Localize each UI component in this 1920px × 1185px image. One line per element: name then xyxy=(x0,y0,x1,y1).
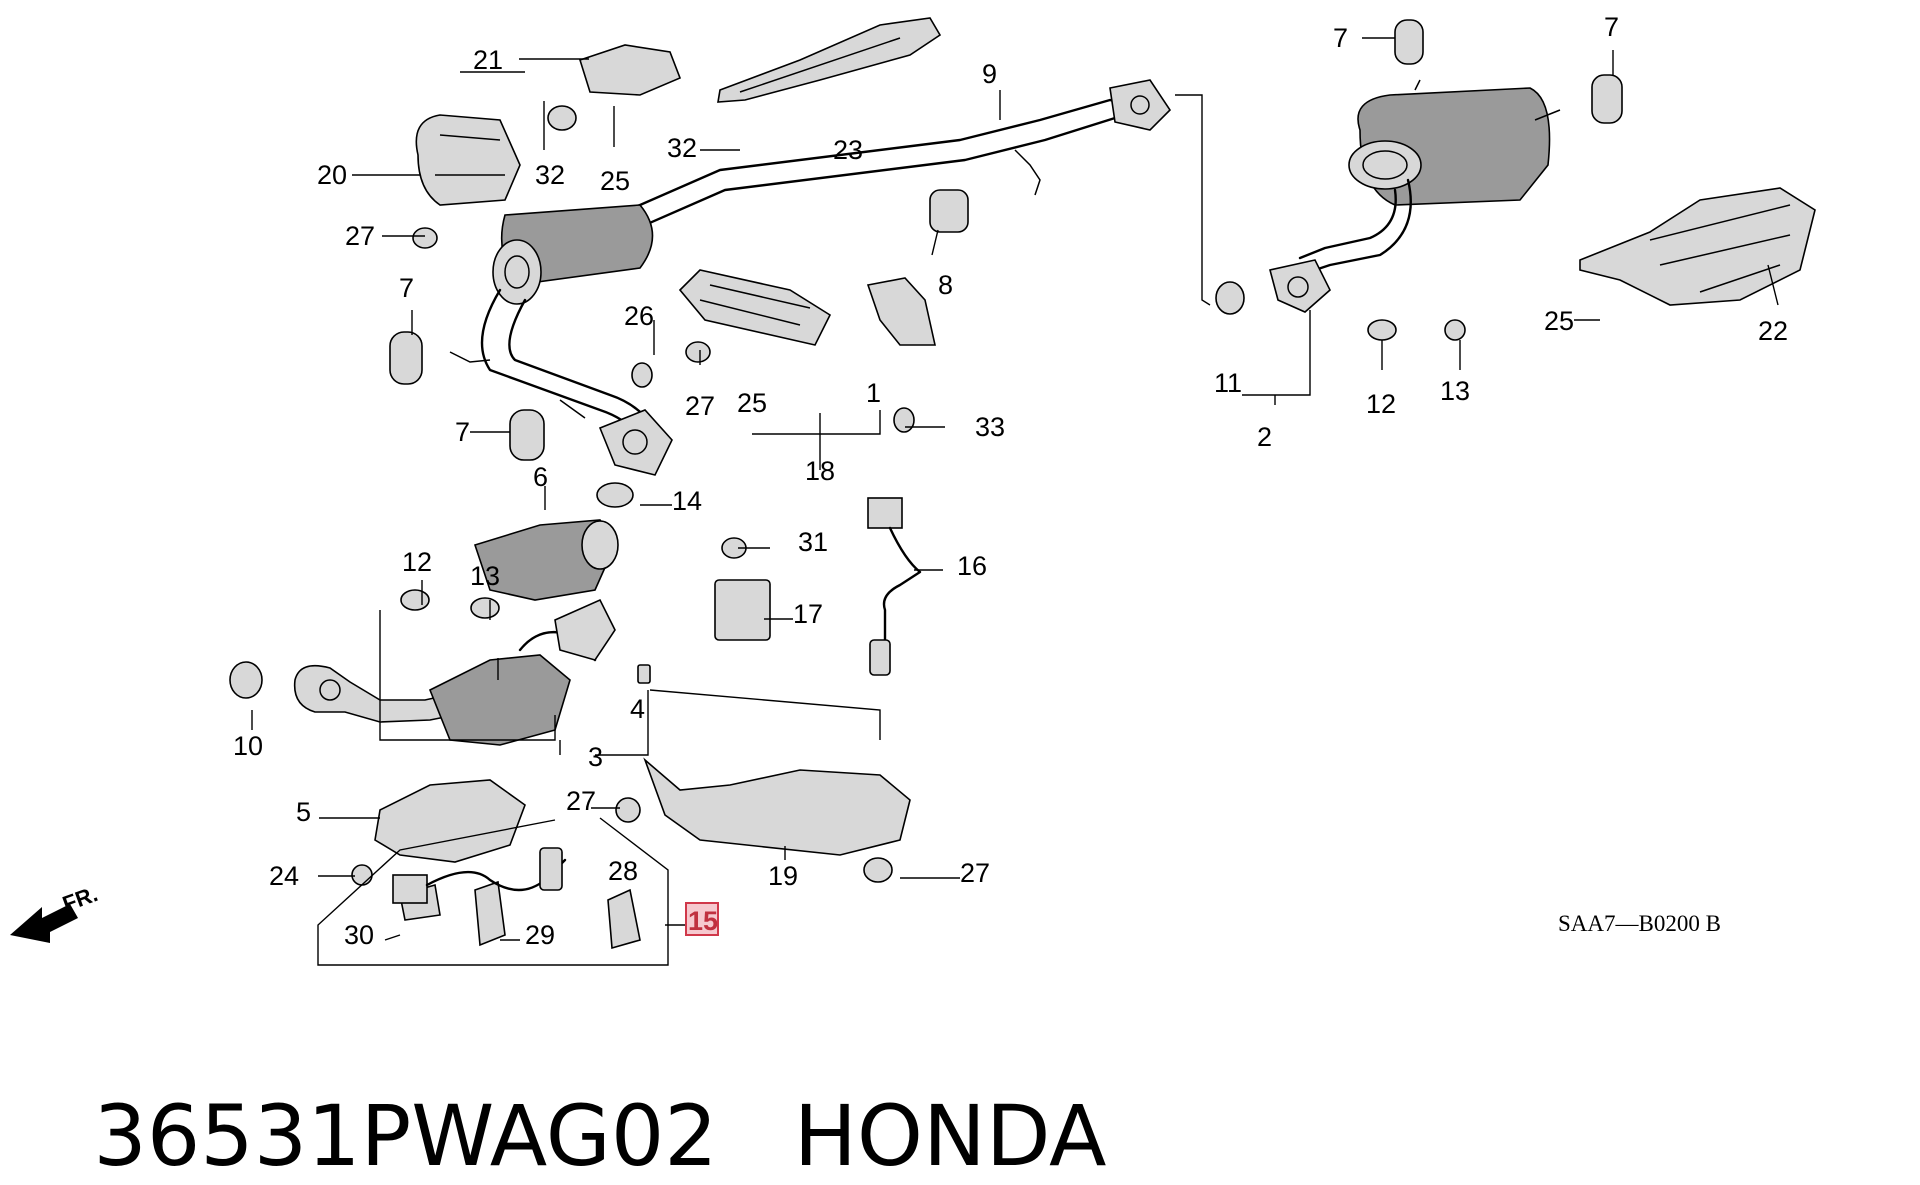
callout-30: 30 xyxy=(344,920,374,950)
callout-22: 22 xyxy=(1758,316,1788,346)
callout-31: 31 xyxy=(798,527,828,557)
callout-7: 7 xyxy=(399,273,414,303)
callout-13: 13 xyxy=(1440,376,1470,406)
part-23-heat-shield xyxy=(717,17,942,103)
callout-16: 16 xyxy=(957,551,987,581)
callout-3: 3 xyxy=(588,742,603,772)
callout-27: 27 xyxy=(566,786,596,816)
front-marker-label: FR. xyxy=(59,881,101,917)
callout-9: 9 xyxy=(982,59,997,89)
callout-25: 25 xyxy=(1544,306,1574,336)
part-16-oxygen-sensor xyxy=(867,497,922,676)
callout-23: 23 xyxy=(833,135,863,165)
part-22-heat-shield xyxy=(1579,187,1816,306)
exhaust-parts-diagram: 21 20 32 25 27 32 23 9 8 7 7 7 7 26 27 2… xyxy=(10,12,1816,966)
callout-15-highlighted: 15 xyxy=(688,906,718,936)
callout-24: 24 xyxy=(269,861,299,891)
callout-29: 29 xyxy=(525,920,555,950)
front-arrow-icon xyxy=(10,904,78,943)
callout-33: 33 xyxy=(975,412,1005,442)
callout-8: 8 xyxy=(938,270,953,300)
callout-19: 19 xyxy=(768,861,798,891)
brand-name: HONDA xyxy=(793,1087,1107,1185)
callout-27: 27 xyxy=(345,221,375,251)
front-arrow: FR. xyxy=(10,881,101,943)
caption: 36531PWAG02 HONDA xyxy=(40,1010,1107,1185)
hangers-and-hardware xyxy=(229,19,1623,950)
callout-2: 2 xyxy=(1257,422,1272,452)
callout-7: 7 xyxy=(1604,12,1619,42)
part-3-front-pipe xyxy=(293,598,616,746)
callout-25: 25 xyxy=(600,166,630,196)
callout-4: 4 xyxy=(630,694,645,724)
part-18-bracket xyxy=(678,269,832,346)
part-9-pipe-resonator xyxy=(449,79,1172,476)
leader-lines xyxy=(251,37,1779,966)
callout-11: 11 xyxy=(1214,368,1242,398)
diagram-code: SAA7—B0200 B xyxy=(1558,911,1721,936)
part-19-heat-shield xyxy=(643,757,911,856)
part-21-heat-shield xyxy=(579,44,682,96)
callout-27: 27 xyxy=(685,391,715,421)
callout-13: 13 xyxy=(470,561,500,591)
callout-12: 12 xyxy=(402,547,432,577)
callout-12: 12 xyxy=(1366,389,1396,419)
callout-28: 28 xyxy=(608,856,638,886)
part-20-heat-shield xyxy=(415,114,521,206)
callout-10: 10 xyxy=(233,731,263,761)
callout-21: 21 xyxy=(473,45,503,75)
callout-32: 32 xyxy=(667,133,697,163)
callout-1: 1 xyxy=(866,378,881,408)
part-15-oxygen-sensor xyxy=(392,847,567,904)
callout-18: 18 xyxy=(805,456,835,486)
part-number: 36531PWAG02 xyxy=(93,1087,718,1185)
part-5-heat-shield xyxy=(374,779,526,863)
callout-6: 6 xyxy=(533,462,548,492)
highlight-box-15 xyxy=(685,902,719,936)
callout-32: 32 xyxy=(535,160,565,190)
callout-27: 27 xyxy=(960,858,990,888)
callout-17: 17 xyxy=(793,599,823,629)
callout-5: 5 xyxy=(296,797,311,827)
callout-numbers: 21 20 32 25 27 32 23 9 8 7 7 7 7 26 27 2… xyxy=(233,12,1788,950)
callout-14: 14 xyxy=(672,486,702,516)
callout-26: 26 xyxy=(624,301,654,331)
callout-25: 25 xyxy=(737,388,767,418)
callout-7: 7 xyxy=(455,417,470,447)
part-2-muffler xyxy=(1269,79,1561,313)
callout-20: 20 xyxy=(317,160,347,190)
part-6-converter xyxy=(473,519,619,601)
part-1-mount xyxy=(866,277,936,346)
callout-7: 7 xyxy=(1333,23,1348,53)
